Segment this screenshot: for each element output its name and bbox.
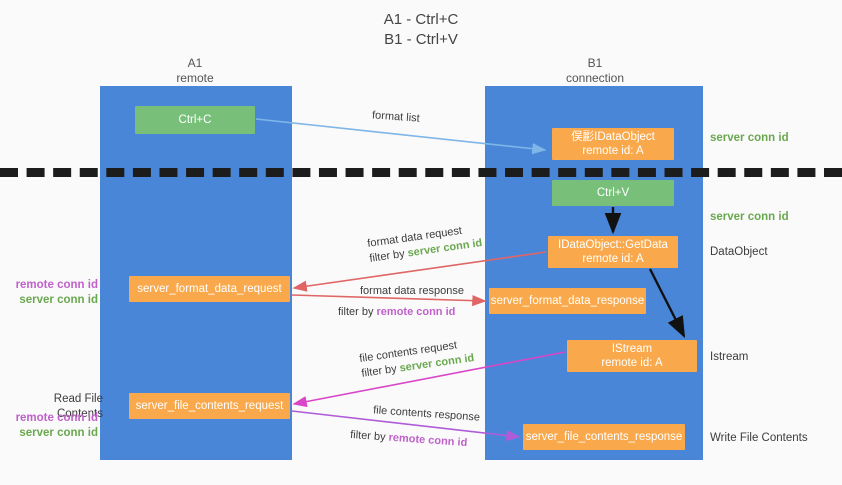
- node-ctrl-c-label: Ctrl+C: [178, 114, 212, 126]
- node-istream[interactable]: IStream remote id: A: [567, 340, 697, 372]
- node-server-format-data-request[interactable]: server_format_data_request: [129, 276, 290, 302]
- edge-file-contents-response: [291, 410, 521, 442]
- filter-value-remote-conn-id: remote conn id: [376, 306, 456, 318]
- node-getdata-sub: remote id: A: [582, 253, 644, 265]
- filter-prefix: filter by: [349, 428, 390, 444]
- node-istream-sub: remote id: A: [601, 357, 663, 369]
- node-getdata-label: IDataObject::GetData: [558, 239, 668, 251]
- annotation-conn-ids-upper: remote conn id server conn id: [8, 278, 98, 308]
- node-ctrl-v[interactable]: Ctrl+V: [552, 180, 674, 206]
- filter-prefix: filter by: [338, 306, 377, 318]
- node-istream-label: IStream: [611, 343, 653, 355]
- column-b1-name: B1: [587, 56, 603, 70]
- node-idataobject-label: 俣彲IDataObject: [571, 131, 655, 143]
- node-server-file-contents-request[interactable]: server_file_contents_request: [129, 393, 290, 419]
- node-server-file-contents-request-label: server_file_contents_request: [135, 400, 284, 412]
- edge-format-data-response: [291, 294, 487, 307]
- annotation-remote-conn-id: remote conn id: [15, 279, 98, 291]
- annotation-dataobject: DataObject: [710, 246, 768, 258]
- column-a1-role: remote: [176, 71, 214, 85]
- phase-divider: [0, 168, 842, 177]
- annotation-server-conn-id: server conn id: [19, 294, 98, 306]
- title-line-1: A1 - Ctrl+C: [383, 11, 459, 28]
- node-ctrl-c[interactable]: Ctrl+C: [135, 106, 255, 134]
- node-getdata[interactable]: IDataObject::GetData remote id: A: [548, 236, 678, 268]
- edge-getdata-to-istream: [648, 268, 686, 339]
- node-server-format-data-request-label: server_format_data_request: [137, 283, 282, 295]
- edge-file-contents-request: [292, 351, 566, 408]
- filter-prefix: filter by: [368, 247, 409, 265]
- annotation-remote-conn-id: remote conn id: [15, 412, 98, 424]
- edge-format-data-request: [292, 251, 547, 292]
- annotation-conn-ids-lower: remote conn id server conn id: [8, 411, 98, 441]
- edge-format-list: [255, 118, 547, 155]
- column-header-a1: A1 remote: [130, 56, 260, 86]
- annotation-istream: Istream: [710, 351, 749, 363]
- node-server-file-contents-response-label: server_file_contents_response: [525, 431, 683, 443]
- node-idataobject-sub: remote id: A: [582, 145, 644, 157]
- edge-label-format-data-response: format data response: [360, 285, 464, 297]
- node-server-format-data-response[interactable]: server_format_data_response: [489, 288, 646, 314]
- column-header-b1: B1 connection: [530, 56, 660, 86]
- annotation-server-conn-id-mid: server conn id: [710, 211, 789, 223]
- annotation-read-file-contents: Read File Contents: [53, 393, 103, 420]
- node-server-format-data-response-label: server_format_data_response: [490, 295, 645, 307]
- edge-label-format-data-response-filter: filter by remote conn id: [338, 305, 455, 320]
- node-ctrl-v-label: Ctrl+V: [596, 187, 630, 199]
- page-title: A1 - Ctrl+C B1 - Ctrl+V: [0, 10, 842, 50]
- column-a1-name: A1: [187, 56, 203, 70]
- node-idataobject[interactable]: 俣彲IDataObject remote id: A: [552, 128, 674, 160]
- annotation-server-conn-id: server conn id: [19, 427, 98, 439]
- node-server-file-contents-response[interactable]: server_file_contents_response: [523, 424, 685, 450]
- filter-prefix: filter by: [360, 362, 401, 380]
- edge-label-format-list: format list: [371, 109, 421, 125]
- column-b1-role: connection: [565, 71, 625, 85]
- annotation-server-conn-id-top: server conn id: [710, 132, 789, 144]
- annotation-write-file-contents: Write File Contents: [710, 432, 808, 444]
- title-line-2: B1 - Ctrl+V: [384, 31, 458, 48]
